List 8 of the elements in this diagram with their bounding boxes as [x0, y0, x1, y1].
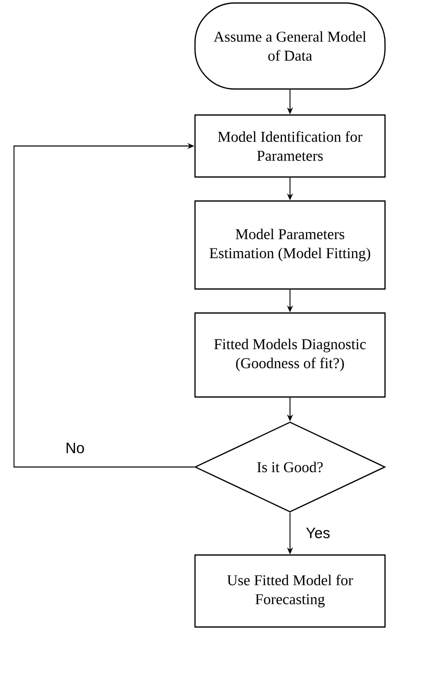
process-box: Model Parameters Estimation (Model Fitting) [194, 200, 386, 290]
process-box: Use Fitted Model for Forecasting [194, 554, 386, 628]
process-box: Model Identification for Parameters [194, 114, 386, 178]
edge-label: No [64, 442, 86, 454]
start-terminal: Assume a General Model of Data [194, 2, 386, 90]
process-box: Fitted Models Diagnostic (Goodness of fit?) [194, 312, 386, 398]
arrow [14, 142, 195, 468]
edge-label: Yes [304, 526, 332, 540]
